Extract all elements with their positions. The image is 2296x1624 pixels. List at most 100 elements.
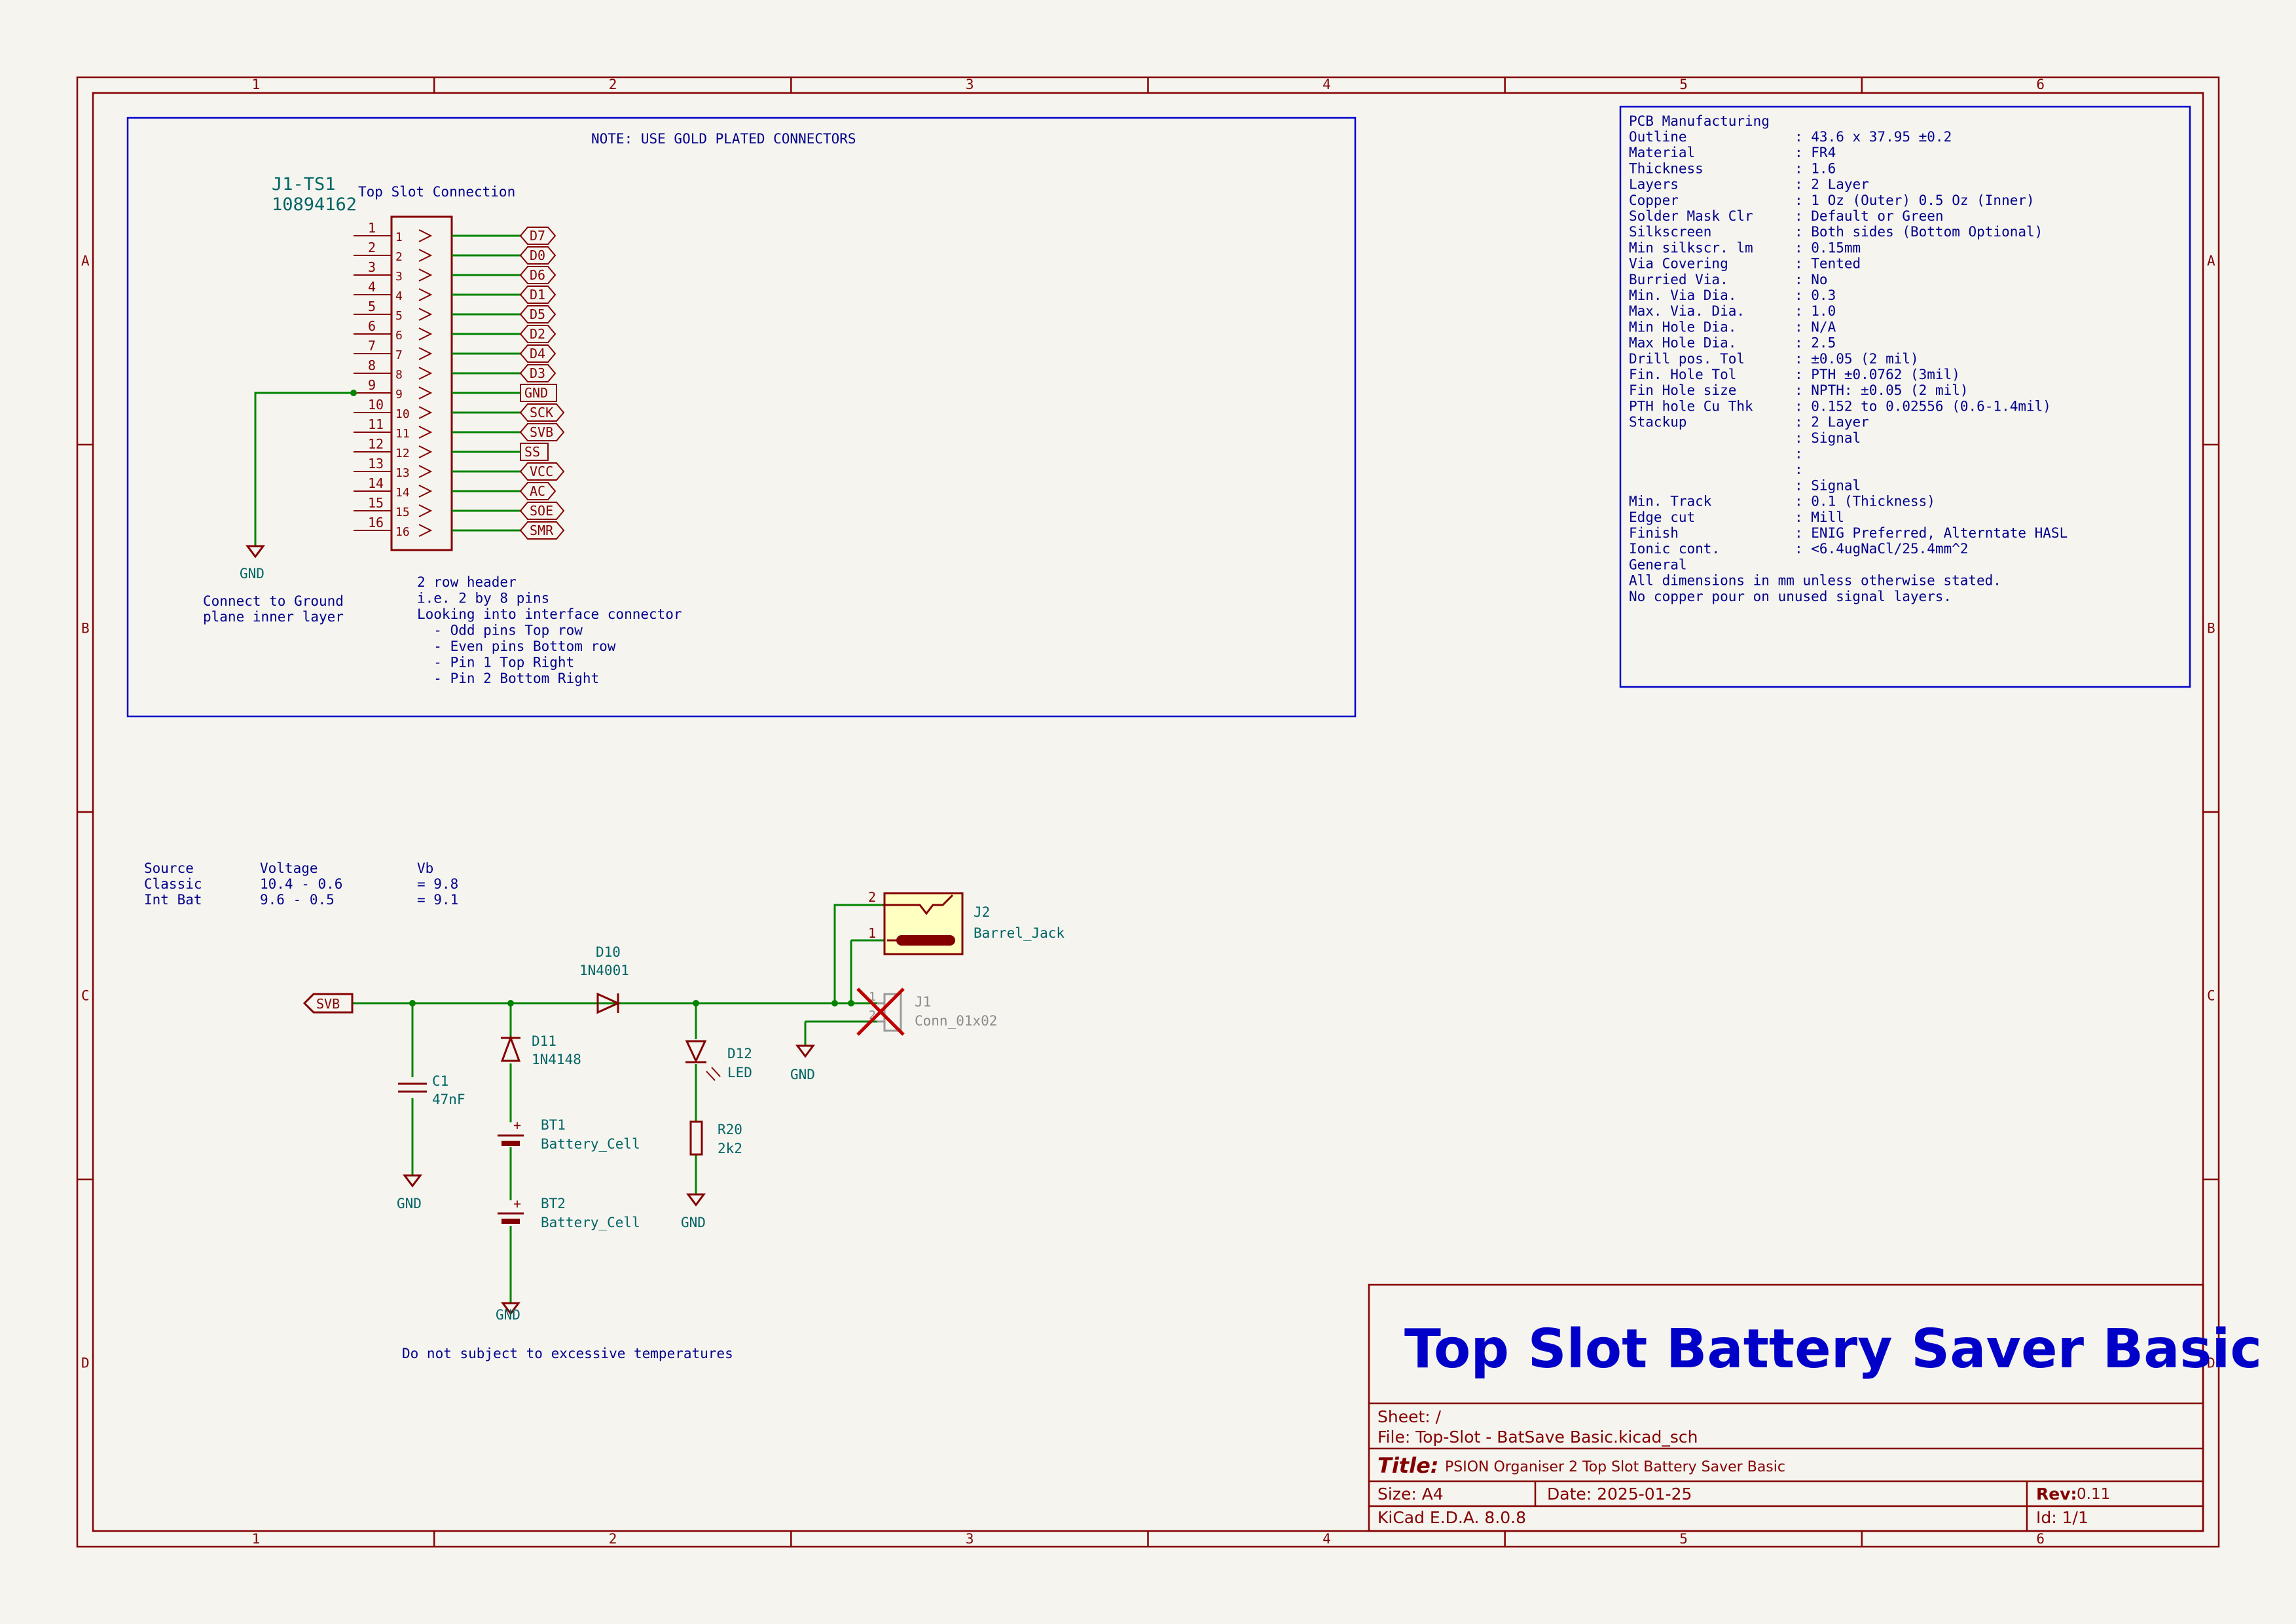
row-marker: C: [81, 988, 90, 1004]
gnd-note-line-1: Connect to Ground: [203, 593, 344, 609]
diode-d11: D11 1N4148: [500, 1033, 581, 1067]
title-block: Top Slot Battery Saver Basic Sheet: / Fi…: [1368, 1283, 2262, 1532]
pcb-spec-value: : 0.15mm: [1795, 240, 1861, 255]
pin-number-outer: 2: [368, 240, 376, 255]
svg-text:SVB: SVB: [316, 996, 340, 1012]
pcb-spec-key: Max Hole Dia.: [1629, 335, 1736, 351]
svg-text:2: 2: [868, 889, 876, 905]
pin-number-inner: 11: [395, 427, 410, 441]
row-marker: A: [2207, 253, 2215, 269]
voltage-table-header: Voltage: [260, 860, 318, 876]
svg-text:R20: R20: [718, 1122, 742, 1137]
header-note-line: - Odd pins Top row: [417, 623, 583, 638]
pcb-spec-key: Burried Via.: [1629, 272, 1728, 287]
svg-text:GND: GND: [397, 1196, 422, 1211]
svg-text:1: 1: [868, 925, 876, 941]
pcb-spec-key: Copper: [1629, 193, 1679, 208]
pin-number-inner: 7: [395, 348, 403, 362]
pcb-spec-value: : 2 Layer: [1795, 415, 1869, 430]
pcb-manufacturing-block: PCB Manufacturing Outline: 43.6 x 37.95 …: [1619, 105, 2191, 688]
net-label: SS: [524, 444, 540, 460]
voltage-table-cell: Classic: [144, 876, 202, 892]
row-marker: A: [81, 253, 90, 269]
pcb-spec-value: : Signal: [1795, 477, 1861, 493]
pcb-spec-key: Drill pos. Tol: [1629, 351, 1745, 367]
column-marker: 1: [252, 1531, 261, 1547]
pin-number-inner: 6: [395, 329, 403, 342]
net-label: VCC: [530, 464, 553, 479]
svg-text:+: +: [513, 1196, 521, 1211]
column-marker: 2: [609, 1531, 617, 1547]
rev-label: Rev:: [2036, 1485, 2077, 1504]
column-marker: 5: [1679, 77, 1688, 92]
net-label: D1: [530, 287, 545, 303]
svg-text:GND: GND: [681, 1215, 706, 1230]
pcb-spec-key: Fin. Hole Tol: [1629, 367, 1736, 382]
column-marker: 3: [966, 77, 974, 92]
pcb-spec-value: : Default or Green: [1795, 208, 1944, 224]
pin-number-inner: 3: [395, 270, 403, 284]
pin-number-inner: 10: [395, 407, 410, 421]
connector-note-heading: NOTE: USE GOLD PLATED CONNECTORS: [591, 131, 856, 147]
column-marker: 6: [2036, 77, 2045, 92]
pcb-spec-value: : 1.6: [1795, 160, 1836, 176]
svg-text:1: 1: [869, 990, 876, 1004]
voltage-table-cell: 9.6 - 0.5: [260, 892, 335, 908]
voltage-table-cell: Int Bat: [144, 892, 202, 908]
svg-text:D12: D12: [727, 1046, 752, 1061]
pcb-spec-value: : PTH ±0.0762 (3mil): [1795, 367, 1960, 382]
svg-text:GND: GND: [496, 1307, 520, 1323]
net-label: D7: [530, 228, 545, 244]
pcb-spec-value: : 0.3: [1795, 287, 1836, 303]
svg-text:1N4148: 1N4148: [532, 1052, 581, 1067]
pin-number-outer: 11: [368, 416, 384, 432]
net-label: D3: [530, 365, 545, 381]
battery-saver-circuit: SVB C1 47nF GND D11 1N4148 + BT1 Battery…: [302, 889, 1065, 1361]
column-marker: 2: [609, 77, 617, 92]
pcb-spec-key: General: [1629, 557, 1687, 572]
voltage-table-cell: = 9.1: [417, 892, 458, 908]
net-label: D2: [530, 326, 545, 342]
pin-number-inner: 15: [395, 506, 410, 519]
connector-body: [390, 215, 453, 551]
connector-gnd-symbol: GND: [240, 545, 265, 581]
sheet-big-title: Top Slot Battery Saver Basic: [1404, 1318, 2262, 1380]
row-marker: C: [2207, 988, 2215, 1004]
svg-text:Battery_Cell: Battery_Cell: [541, 1215, 640, 1230]
column-marker: 4: [1322, 1531, 1331, 1547]
pcb-spec-key: Layers: [1629, 177, 1679, 193]
led-d12: D12 LED: [685, 1040, 752, 1081]
connector-j1-dnp: 1 2 J1 Conn_01x02 GND: [790, 987, 997, 1082]
svg-text:Battery_Cell: Battery_Cell: [541, 1136, 640, 1152]
svg-text:J2: J2: [974, 904, 990, 920]
pin-number-outer: 8: [368, 358, 376, 373]
svg-text:Barrel_Jack: Barrel_Jack: [974, 925, 1065, 941]
svg-text:1N4001: 1N4001: [579, 963, 629, 978]
pin-number-outer: 12: [368, 436, 384, 452]
svg-text:LED: LED: [727, 1065, 752, 1080]
net-label: AC: [530, 483, 545, 499]
gnd-note-line-2: plane inner layer: [203, 609, 344, 625]
pcb-spec-value: : Mill: [1795, 509, 1844, 525]
pcb-spec-value: :: [1795, 446, 1803, 462]
net-label: GND: [524, 385, 548, 401]
battery-bt2: + BT2 Battery_Cell GND: [496, 1196, 640, 1323]
header-note-line: - Pin 1 Top Right: [417, 655, 574, 671]
pcb-spec-value: : Both sides (Bottom Optional): [1795, 224, 2043, 240]
sheet-date: Date: 2025-01-25: [1547, 1485, 1692, 1504]
pin-number-outer: 7: [368, 338, 376, 354]
pcb-spec-key: Max. Via. Dia.: [1629, 303, 1745, 319]
net-label: SOE: [530, 503, 553, 519]
pcb-spec-key: No copper pour on unused signal layers.: [1629, 589, 1952, 604]
pcb-spec-value: : NPTH: ±0.05 (2 mil): [1795, 382, 1969, 398]
